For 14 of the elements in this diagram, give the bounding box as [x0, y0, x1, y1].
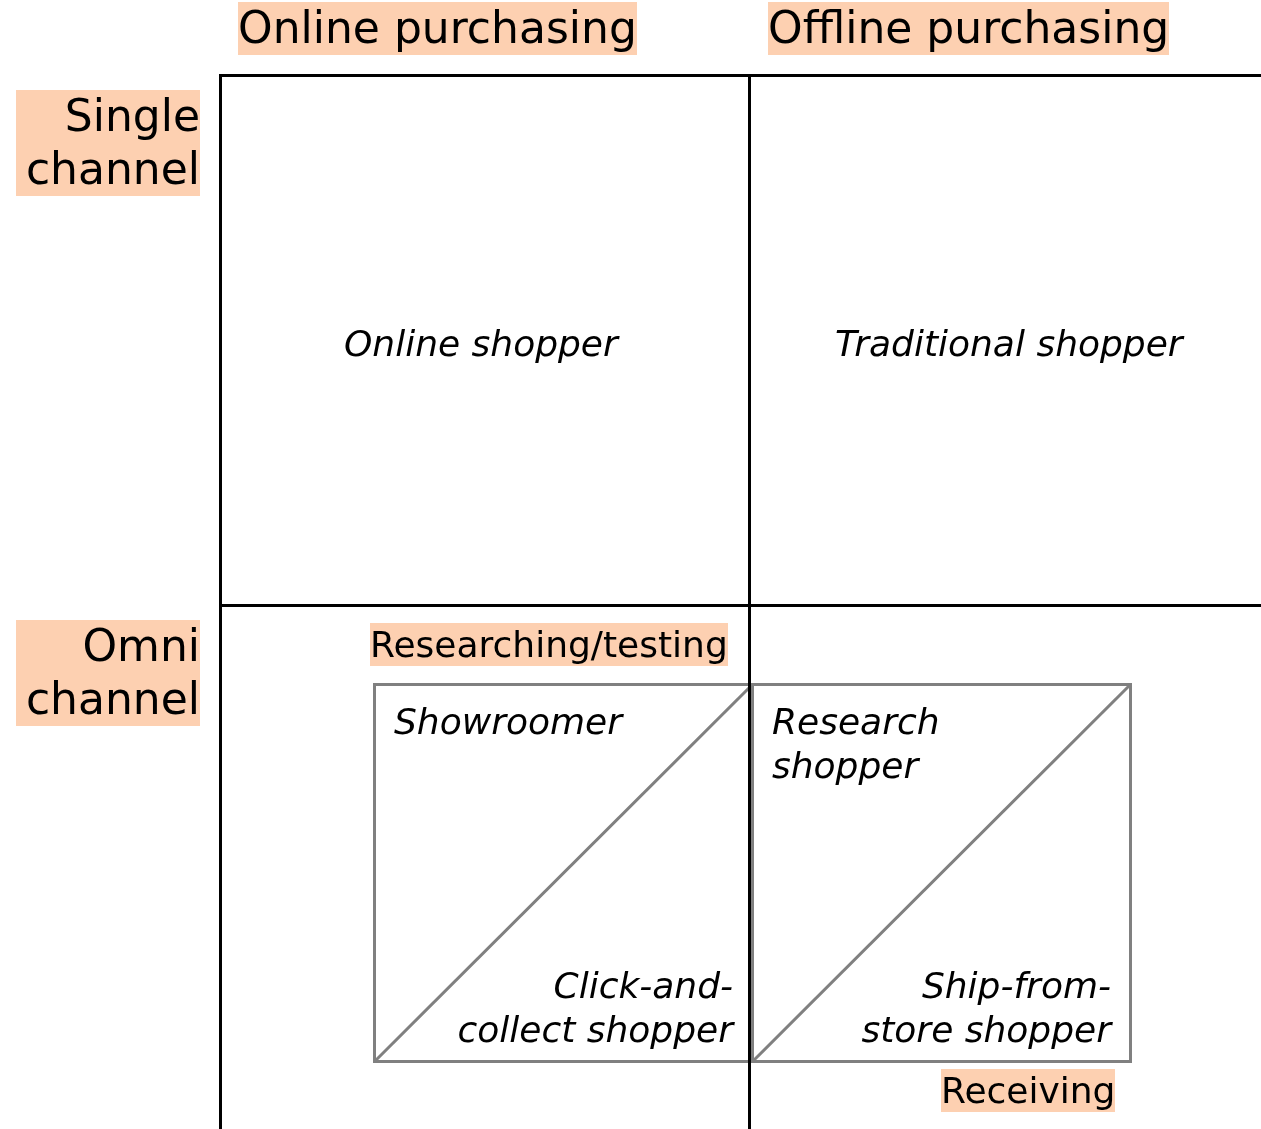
shopper-type-label: Click-and-collect shopper [456, 964, 733, 1052]
column-heading: Offline purchasing [768, 2, 1170, 55]
axis-label: Researching/testing [370, 623, 728, 667]
shopper-type-label: Ship-from-store shopper [860, 964, 1111, 1052]
row-heading: Omni channel [16, 620, 200, 726]
axis-label: Receiving [941, 1069, 1116, 1113]
shopper-type-label: Online shopper [344, 323, 618, 364]
shopper-type-label: Research shopper [772, 700, 941, 788]
row-heading: Single channel [16, 90, 200, 196]
quadrant-cell [748, 74, 1261, 607]
column-heading: Online purchasing [238, 2, 637, 55]
quadrant-cell [219, 74, 751, 607]
shopper-type-label: Traditional shopper [835, 323, 1183, 364]
shopper-type-label: Showroomer [394, 700, 625, 744]
